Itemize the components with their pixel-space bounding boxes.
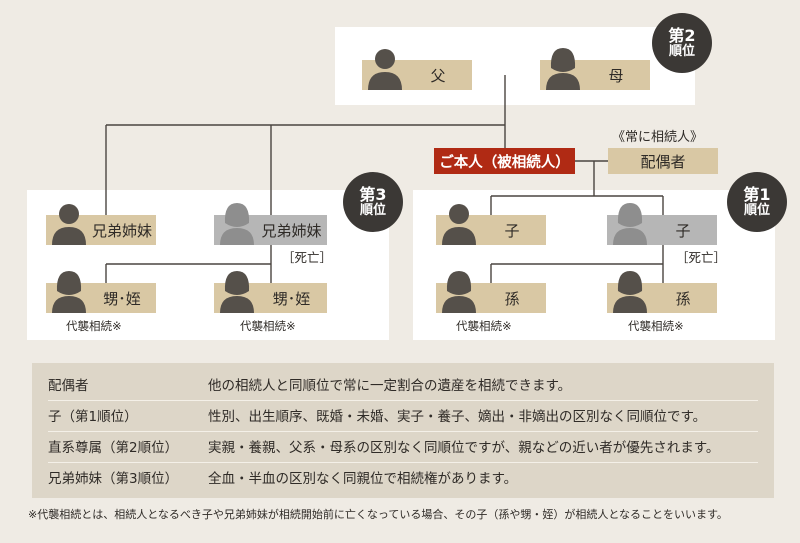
grandchild-note-1: 代襲相続※ <box>456 319 512 333</box>
rank2-badge-bottom: 順位 <box>668 43 695 59</box>
grandchild-note-2: 代襲相続※ <box>628 319 684 333</box>
nephew-label-1: 甥･姪 <box>103 289 141 308</box>
rank1-badge-bottom: 順位 <box>743 202 770 218</box>
row-value: 性別、出生順序、既婚・未婚、実子・養子、嫡出・非嫡出の区別なく同順位です。 <box>208 409 707 425</box>
female-person-icon <box>220 203 254 245</box>
row-key: 直系尊属（第2順位） <box>48 440 179 456</box>
row-key: 子（第1順位） <box>48 409 138 425</box>
row-key: 配偶者 <box>48 378 89 394</box>
table-row: 兄弟姉妹（第3順位） 全血・半血の区別なく同親位で相続権があります。 <box>48 464 758 490</box>
self-label: ご本人（被相続人） <box>439 154 570 171</box>
female-person-icon <box>546 48 580 90</box>
nephew-box-1: 甥･姪 <box>46 271 156 313</box>
spouse-label: 配偶者 <box>640 152 686 171</box>
sibling-label-1: 兄弟姉妹 <box>92 221 153 240</box>
grandchild-label-2: 孫 <box>675 289 691 308</box>
row-value: 実親・養親、父系・母系の区別なく同順位ですが、親などの近い者が優先されます。 <box>208 440 720 456</box>
male-person-icon <box>368 49 402 90</box>
male-person-icon <box>442 204 476 245</box>
rank3-badge: 第3 順位 <box>343 172 403 232</box>
rank3-badge-bottom: 順位 <box>359 202 386 218</box>
row-divider <box>48 431 758 432</box>
grandchild-label-1: 孫 <box>504 289 520 308</box>
rank3-badge-top: 第3 <box>359 185 387 205</box>
child-label-1: 子 <box>504 221 520 240</box>
row-divider <box>48 400 758 401</box>
table-row: 子（第1順位） 性別、出生順序、既婚・未婚、実子・養子、嫡出・非嫡出の区別なく同… <box>48 402 758 428</box>
child-box-2: 子 <box>607 203 717 245</box>
self-box: ご本人（被相続人） <box>434 148 575 174</box>
spouse-box: 配偶者 <box>608 148 718 174</box>
female-person-icon <box>442 271 476 313</box>
child-box-1: 子 <box>436 204 546 245</box>
father-label: 父 <box>430 66 446 85</box>
sibling-deceased-note: ［死亡］ <box>282 250 333 265</box>
female-person-icon <box>613 271 647 313</box>
father-box: 父 <box>362 49 472 90</box>
nephew-note-2: 代襲相続※ <box>240 319 296 333</box>
mother-label: 母 <box>608 66 624 85</box>
table-row: 直系尊属（第2順位） 実親・養親、父系・母系の区別なく同順位ですが、親などの近い… <box>48 433 758 459</box>
rank1-badge-top: 第1 <box>743 185 771 205</box>
rank2-badge-top: 第2 <box>668 26 696 46</box>
grandchild-box-2: 孫 <box>607 271 717 313</box>
sibling-box-1: 兄弟姉妹 <box>46 204 156 245</box>
female-person-icon <box>220 271 254 313</box>
nephew-label-2: 甥･姪 <box>272 289 311 308</box>
footnote: ※代襲相続とは、相続人となるべき子や兄弟姉妹が相続開始前に亡くなっている場合、そ… <box>28 508 728 521</box>
row-divider <box>48 462 758 463</box>
nephew-box-2: 甥･姪 <box>214 271 327 313</box>
male-person-icon <box>52 204 86 245</box>
explanation-table: 配偶者 他の相続人と同順位で常に一定割合の遺産を相続できます。 子（第1順位） … <box>32 363 774 498</box>
female-person-icon <box>613 203 647 245</box>
row-value: 他の相続人と同順位で常に一定割合の遺産を相続できます。 <box>208 378 572 394</box>
female-person-icon <box>52 271 86 313</box>
spouse-note: 《常に相続人》 <box>612 130 704 145</box>
sibling-label-2: 兄弟姉妹 <box>261 221 322 240</box>
table-row: 配偶者 他の相続人と同順位で常に一定割合の遺産を相続できます。 <box>48 371 758 397</box>
row-key: 兄弟姉妹（第3順位） <box>48 471 179 487</box>
child-deceased-note: ［死亡］ <box>676 250 727 265</box>
sibling-box-2: 兄弟姉妹 <box>214 203 327 245</box>
child-label-2: 子 <box>675 221 691 240</box>
nephew-note-1: 代襲相続※ <box>66 319 122 333</box>
rank1-badge: 第1 順位 <box>727 172 787 232</box>
row-value: 全血・半血の区別なく同親位で相続権があります。 <box>208 471 518 487</box>
grandchild-box-1: 孫 <box>436 271 546 313</box>
rank2-badge: 第2 順位 <box>652 13 712 73</box>
mother-box: 母 <box>540 48 650 90</box>
